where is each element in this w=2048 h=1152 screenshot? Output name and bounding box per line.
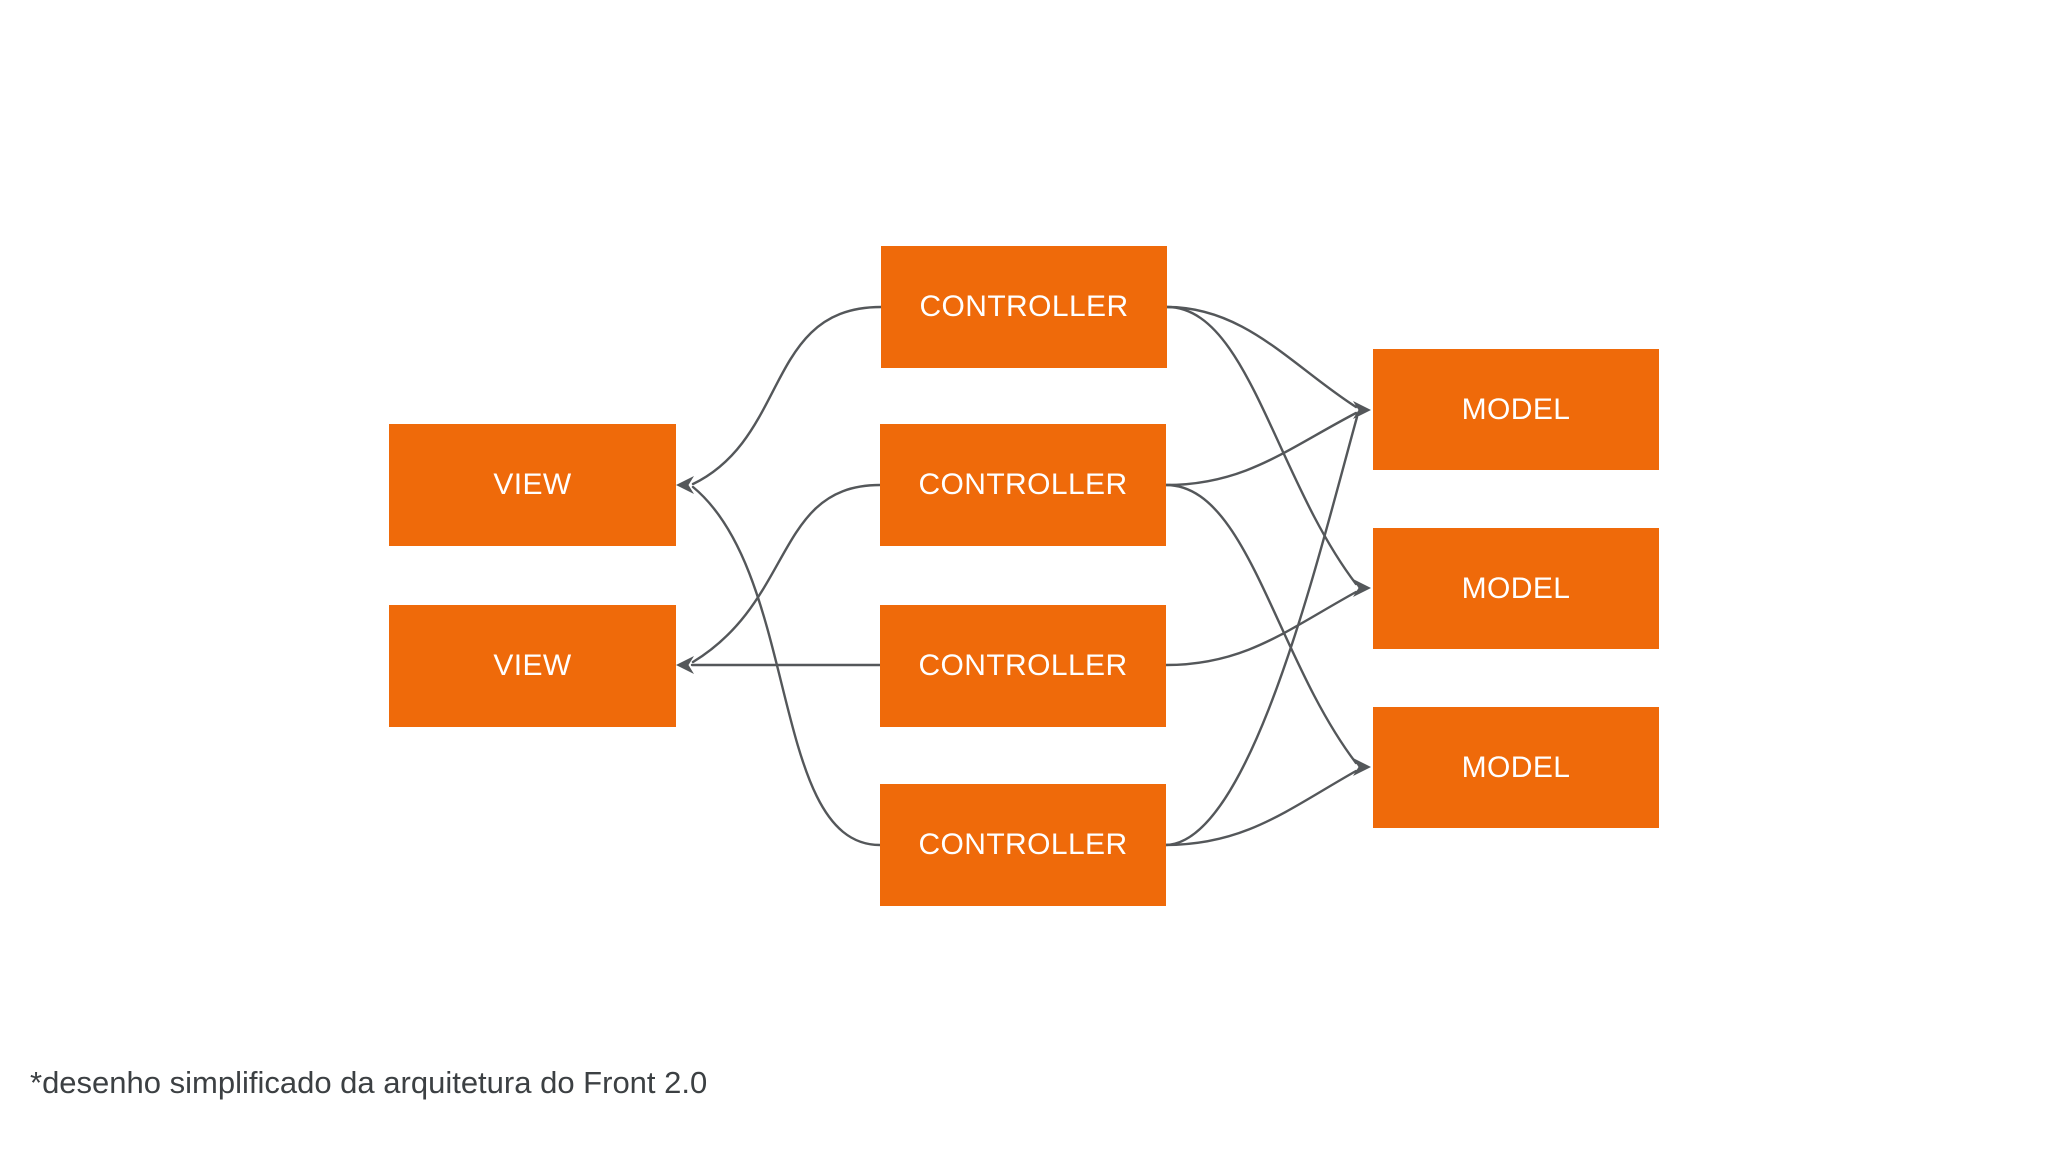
node-label-model-1: MODEL [1461,392,1571,426]
arrowhead-icon-model-2 [1353,579,1371,597]
node-model-2: MODEL [1373,528,1659,649]
node-label-controller-4: CONTROLLER [918,828,1128,861]
node-label-controller-3: CONTROLLER [918,649,1128,682]
connector-controller-2-to-model-3 [1164,483,1358,765]
node-model-1: MODEL [1373,349,1659,470]
node-label-view-1: VIEW [493,468,572,501]
footnote-caption: *desenho simplificado da arquitetura do … [30,1065,708,1100]
node-view-2: VIEW [389,605,676,727]
arrowhead-icon-view-1 [676,476,694,494]
connector-controller-1-to-model-2 [1165,305,1358,586]
connector-controller-1-to-model-1 [1165,305,1358,409]
node-label-model-3: MODEL [1461,750,1571,784]
node-model-3: MODEL [1373,707,1659,828]
node-label-model-2: MODEL [1461,571,1571,605]
node-controller-4: CONTROLLER [880,784,1166,906]
node-view-1: VIEW [389,424,676,546]
arrowhead-icon-view-2 [676,656,694,674]
arrowhead-icon-model-3 [1353,758,1371,776]
node-controller-2: CONTROLLER [880,424,1166,546]
connector-controller-3-to-model-2 [1164,590,1358,667]
connector-controller-2-to-view-2 [691,483,882,664]
connector-controller-4-to-model-1 [1163,415,1359,847]
node-label-view-2: VIEW [493,649,572,682]
node-controller-3: CONTROLLER [880,605,1166,727]
node-label-controller-2: CONTROLLER [918,468,1128,501]
connector-controller-4-to-view-1 [691,485,882,847]
connector-controller-2-to-model-1 [1164,411,1358,487]
arrowhead-icon-model-1 [1353,401,1371,419]
connector-controller-4-to-model-3 [1163,769,1358,847]
node-label-controller-1: CONTROLLER [919,290,1129,323]
connector-controller-1-to-view-1 [691,305,883,486]
node-controller-1: CONTROLLER [881,246,1167,368]
